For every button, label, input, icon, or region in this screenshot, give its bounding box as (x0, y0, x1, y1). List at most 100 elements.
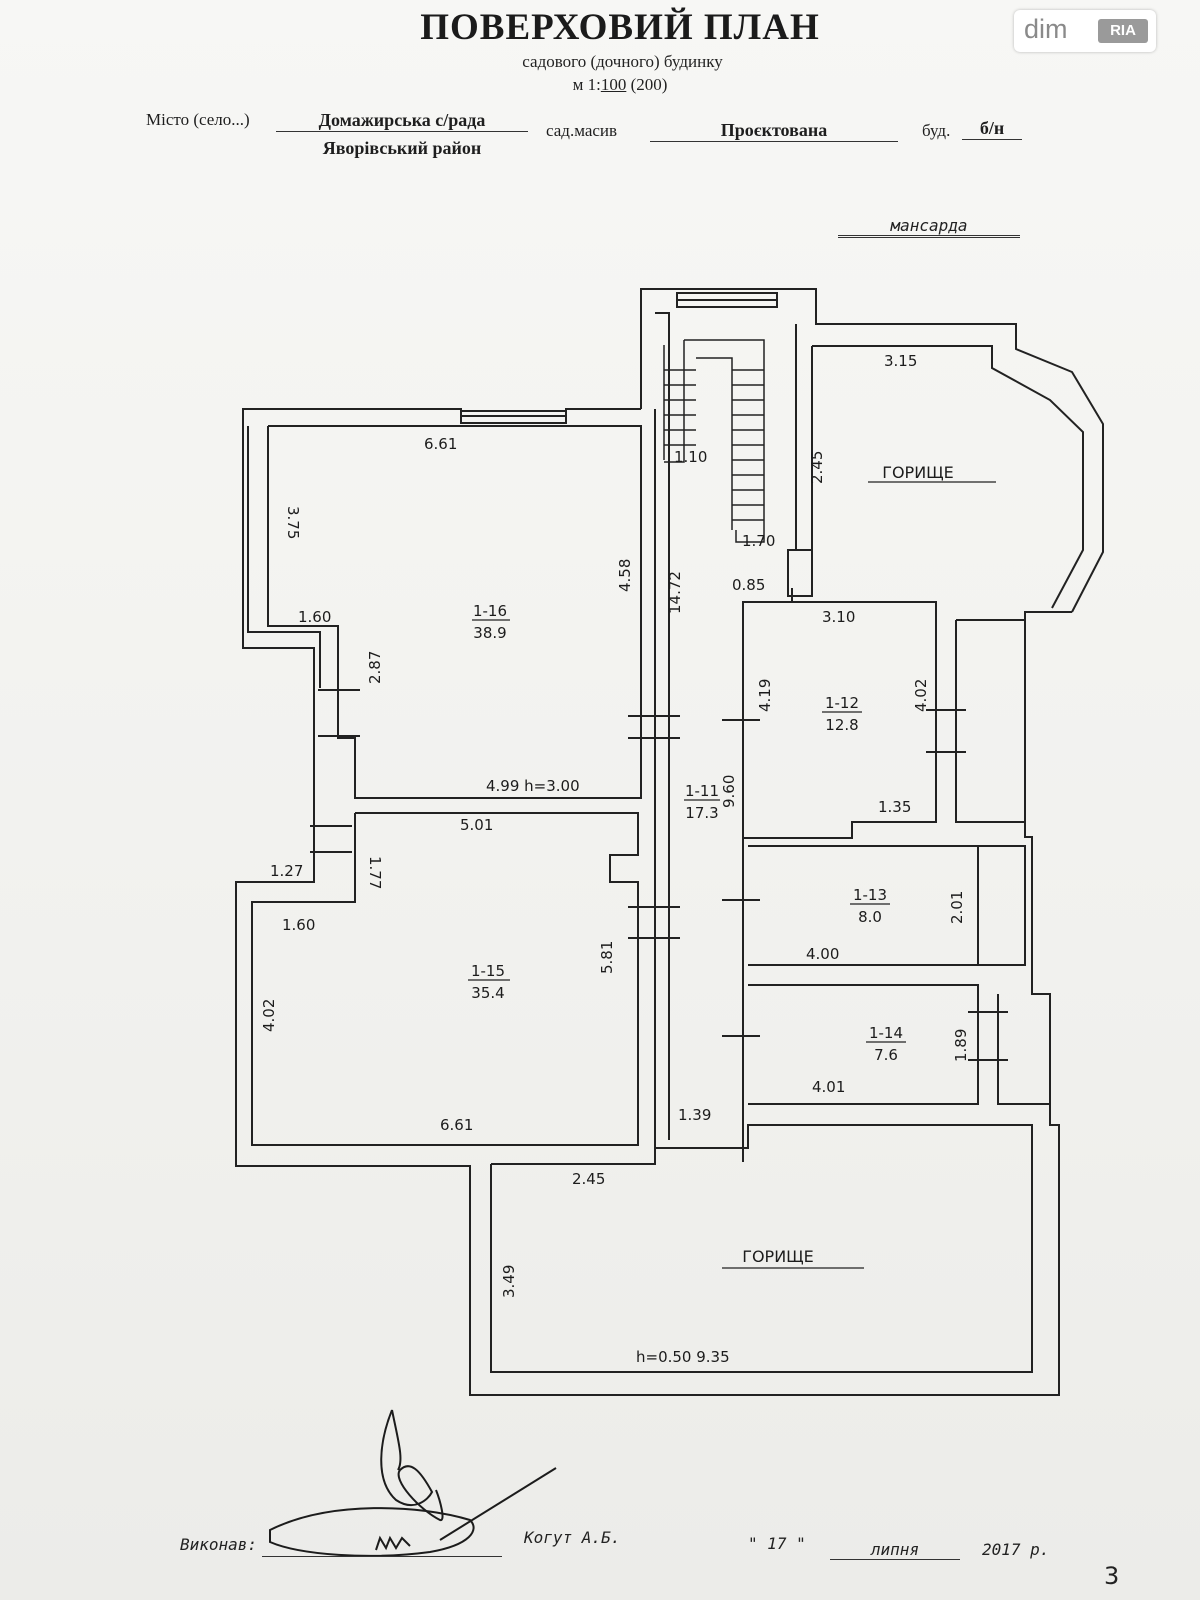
dim-458: 4.58 (616, 559, 634, 592)
dim-139: 1.39 (678, 1106, 711, 1124)
scale-alt: (200) (630, 75, 668, 94)
dim-581: 5.81 (598, 941, 616, 974)
dim-402-right: 4.02 (912, 679, 930, 712)
dim-401: 4.01 (812, 1078, 845, 1096)
dim-170: 1.70 (742, 532, 775, 550)
performed-label: Виконав: (180, 1535, 258, 1554)
attic-top-walls (812, 345, 1084, 609)
signature-stroke-1 (380, 1409, 444, 1521)
stair-outline (684, 339, 765, 543)
date-year: 2017 р. (982, 1540, 1050, 1559)
signature-loop (269, 1507, 475, 1557)
signature (269, 1409, 557, 1557)
dim-935-h: h=0.50 9.35 (636, 1348, 730, 1366)
dim-201: 2.01 (948, 891, 966, 924)
scale-line: м 1:100 (200) (0, 75, 1200, 95)
room-1-14-area: 7.6 (874, 1046, 898, 1064)
room-1-16-walls (267, 425, 642, 799)
dim-661-top: 6.61 (424, 435, 457, 453)
room-1-14-walls (748, 984, 979, 1105)
dim-127: 1.27 (270, 862, 303, 880)
dim-160-a: 1.60 (298, 608, 331, 626)
room-labels: 1-16 38.9 1-15 35.4 1-11 17.3 1-12 12.8 … (468, 463, 996, 1269)
signature-stroke-2 (391, 1409, 402, 1471)
city-value: Домажирська с/рада (276, 110, 528, 132)
room-1-15-id: 1-15 (471, 962, 505, 980)
dimria-logo[interactable]: dim RIA (1014, 10, 1156, 52)
room-1-12-outer (742, 588, 793, 1162)
logo-dim-text: dim (1024, 14, 1068, 44)
page-title: ПОВЕРХОВИЙ ПЛАН (420, 7, 820, 48)
dim-245-bottom: 2.45 (572, 1170, 605, 1188)
massif-label: сад.масив (546, 121, 618, 140)
inner-wall-left-16 (247, 426, 321, 688)
room-1-13-walls (748, 845, 1026, 966)
date-day: " 17 " (748, 1534, 806, 1553)
staircase (663, 339, 765, 543)
walls (235, 288, 1104, 1396)
dim-960: 9.60 (720, 775, 738, 808)
district-value: Яворівський район (322, 138, 482, 158)
stair-inner (696, 357, 733, 530)
massif-value: Проєктована (650, 120, 898, 142)
logo-ria-badge: RIA (1098, 19, 1148, 43)
stair-treads (664, 369, 764, 521)
dim-315: 3.15 (884, 352, 917, 370)
dim-501: 5.01 (460, 816, 493, 834)
performer-name: Когут А.Б. (524, 1528, 621, 1547)
room-1-15-walls (251, 812, 639, 1146)
room-1-14-outer (997, 994, 1050, 1105)
dim-177: 1.77 (366, 856, 384, 889)
room-1-11-id: 1-11 (685, 782, 719, 800)
dim-245-right: 2.45 (808, 451, 826, 484)
room-1-16-area: 38.9 (473, 624, 506, 642)
page-subtitle: садового (дочного) будинку (522, 52, 723, 71)
dim-287: 2.87 (366, 651, 384, 684)
signature-slash (439, 1467, 557, 1541)
floor-name: мансарда (838, 216, 1020, 238)
signature-mark (375, 1535, 411, 1551)
attic-bottom-label: ГОРИЩЕ (742, 1247, 814, 1266)
dim-310: 3.10 (822, 608, 855, 626)
city-label: Місто (село...) (146, 110, 250, 129)
dim-110: 1.10 (674, 448, 707, 466)
room-1-12-id: 1-12 (825, 694, 859, 712)
dim-402-left: 4.02 (260, 999, 278, 1032)
dim-375: 3.75 (284, 506, 302, 539)
dim-189: 1.89 (952, 1029, 970, 1062)
attic-bottom-walls (490, 1124, 1033, 1373)
dim-661-bottom: 6.61 (440, 1116, 473, 1134)
dim-499-h: 4.99 h=3.00 (486, 777, 580, 795)
dim-400: 4.00 (806, 945, 839, 963)
dim-349: 3.49 (500, 1265, 518, 1298)
building-value: б/н (962, 118, 1022, 140)
room-1-13-area: 8.0 (858, 908, 882, 926)
page-number: 3 (1104, 1562, 1120, 1590)
corridor-inner-wall (655, 312, 670, 1140)
dim-085: 0.85 (732, 576, 765, 594)
attic-top-label: ГОРИЩЕ (882, 463, 954, 482)
scale-value: 100 (600, 75, 627, 94)
room-1-12-area: 12.8 (825, 716, 858, 734)
performed-signature-line (262, 1556, 502, 1557)
date-month: липня (830, 1540, 960, 1560)
scale-prefix: м 1: (572, 75, 601, 94)
dim-160-b: 1.60 (282, 916, 315, 934)
outer-wall-left (640, 288, 1104, 613)
dim-135: 1.35 (878, 798, 911, 816)
room-1-15-area: 35.4 (471, 984, 504, 1002)
dim-419: 4.19 (756, 679, 774, 712)
building-label: буд. (922, 121, 951, 140)
room-1-14-id: 1-14 (869, 1024, 903, 1042)
stair-door (787, 549, 813, 597)
dimension-labels: 6.61 3.75 1.60 4.58 2.87 4.99 h=3.00 5.0… (260, 352, 970, 1366)
room-1-13-id: 1-13 (853, 886, 887, 904)
room-1-11-area: 17.3 (685, 804, 718, 822)
room-1-16-id: 1-16 (473, 602, 507, 620)
stair-lower-left (664, 340, 685, 463)
room-1-16-window (460, 410, 567, 424)
right-inner-wall (955, 619, 1026, 823)
dim-1472: 14.72 (666, 571, 684, 614)
